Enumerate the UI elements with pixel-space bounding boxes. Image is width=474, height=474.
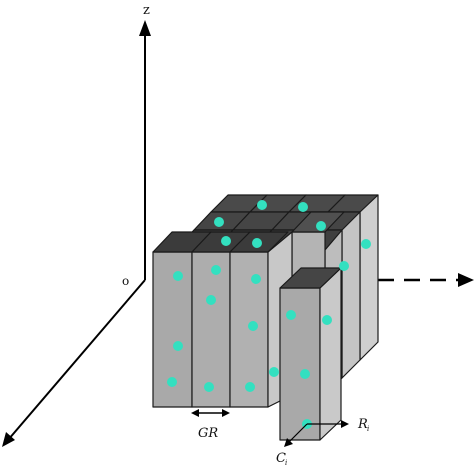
annotations: GR R i C i bbox=[191, 409, 369, 467]
y-axis-arrowhead bbox=[458, 273, 474, 287]
z-axis-arrowhead bbox=[139, 20, 151, 36]
r-subscript: i bbox=[367, 425, 369, 433]
dot bbox=[269, 367, 279, 377]
origin-label: o bbox=[122, 274, 129, 288]
detached-column-side bbox=[319, 267, 342, 441]
x-axis-arrowhead bbox=[2, 432, 15, 447]
dot bbox=[361, 239, 371, 249]
dot bbox=[322, 315, 332, 325]
dot bbox=[211, 265, 221, 275]
dot bbox=[167, 377, 177, 387]
dot bbox=[214, 217, 224, 227]
gr-arrowhead-right bbox=[222, 409, 230, 417]
c-label: C bbox=[276, 451, 286, 466]
dot bbox=[298, 202, 308, 212]
r-label: R bbox=[357, 417, 368, 432]
r-arrowhead bbox=[341, 420, 349, 428]
dot bbox=[206, 295, 216, 305]
grain-centers bbox=[167, 200, 371, 429]
dot bbox=[251, 274, 261, 284]
dot bbox=[286, 310, 296, 320]
dot bbox=[173, 341, 183, 351]
dot bbox=[339, 261, 349, 271]
dot bbox=[316, 221, 326, 231]
detached-column-front bbox=[279, 287, 321, 441]
c-arrow bbox=[288, 423, 308, 443]
z-axis-label: z bbox=[143, 3, 150, 18]
x-axis bbox=[7, 279, 146, 441]
gr-label: GR bbox=[198, 426, 218, 441]
dot bbox=[252, 238, 262, 248]
axes: z o bbox=[2, 3, 474, 447]
c-subscript: i bbox=[285, 459, 287, 467]
dot bbox=[221, 236, 231, 246]
dot bbox=[248, 321, 258, 331]
dot bbox=[173, 271, 183, 281]
dot bbox=[245, 382, 255, 392]
side-column bbox=[359, 194, 379, 361]
c-arrowhead bbox=[284, 438, 293, 447]
gr-arrowhead-left bbox=[191, 409, 199, 417]
detached-column bbox=[279, 267, 342, 441]
side-column bbox=[341, 211, 361, 379]
dot bbox=[257, 200, 267, 210]
dot bbox=[204, 382, 214, 392]
grain-block bbox=[152, 194, 379, 408]
dot bbox=[300, 369, 310, 379]
